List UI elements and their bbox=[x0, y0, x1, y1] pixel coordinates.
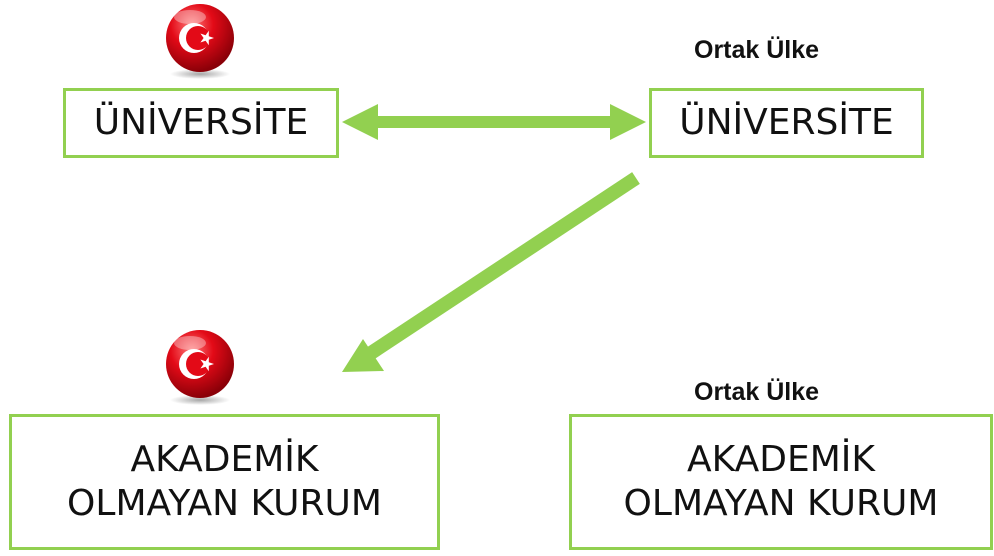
turkey-flag-icon bbox=[166, 330, 234, 405]
box-label-line-1: AKADEMİK bbox=[687, 439, 875, 481]
turkey-flag-icon bbox=[166, 4, 234, 79]
partner-non-academic-box: AKADEMİK OLMAYAN KURUM bbox=[569, 414, 993, 550]
box-label: ÜNİVERSİTE bbox=[93, 102, 309, 144]
box-label-line-2: OLMAYAN KURUM bbox=[623, 483, 939, 524]
partner-country-caption: Ortak Ülke bbox=[694, 378, 820, 406]
turkey-university-box: ÜNİVERSİTE bbox=[63, 88, 339, 158]
box-label: ÜNİVERSİTE bbox=[679, 102, 894, 144]
partner-country-caption: Ortak Ülke bbox=[694, 36, 820, 64]
box-label-line-1: AKADEMİK bbox=[130, 439, 319, 481]
double-arrow bbox=[342, 104, 646, 140]
box-label-line-2: OLMAYAN KURUM bbox=[67, 483, 382, 524]
partner-university-box: ÜNİVERSİTE bbox=[649, 88, 924, 158]
turkey-non-academic-box: AKADEMİK OLMAYAN KURUM bbox=[9, 414, 440, 550]
diagonal-arrow bbox=[342, 172, 640, 372]
